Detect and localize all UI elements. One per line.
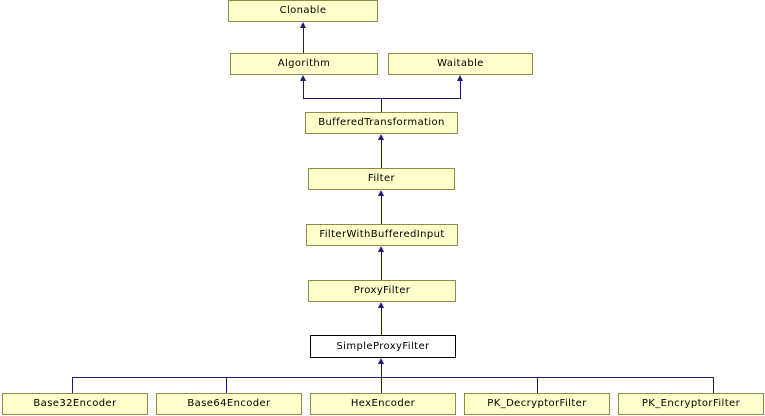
- arrow-icon-proxyfilter-to-filterwithbufferedinput: [378, 246, 384, 252]
- arrow-icon-simpleproxyfilter-to-proxyfilter: [378, 302, 384, 308]
- edge-filter-to-bufferedtransformation: [381, 140, 382, 168]
- class-node-label: SimpleProxyFilter: [336, 340, 430, 352]
- edge-simpleproxyfilter-to-proxyfilter: [381, 308, 382, 335]
- edge-base32encoder-to-simpleproxyfilter: [72, 377, 73, 393]
- class-node-label: Algorithm: [277, 58, 331, 69]
- edge-bufferedtransformation-to-algorithm: [303, 81, 304, 99]
- class-node-algorithm[interactable]: Algorithm: [230, 53, 378, 75]
- class-node-simpleproxyfilter[interactable]: SimpleProxyFilter: [310, 335, 456, 358]
- class-node-pk-encryptorfilter[interactable]: PK_EncryptorFilter: [618, 393, 764, 415]
- class-node-base64encoder[interactable]: Base64Encoder: [156, 393, 302, 415]
- class-node-label: ProxyFilter: [353, 285, 411, 296]
- edge-pk-encryptorfilter-to-simpleproxyfilter: [713, 377, 714, 393]
- arrow-icon-algorithm-to-clonable: [300, 22, 306, 28]
- class-node-label: PK_DecryptorFilter: [487, 398, 587, 409]
- class-node-filterwithbufferedinput[interactable]: FilterWithBufferedInput: [306, 224, 458, 246]
- edge-proxyfilter-to-filterwithbufferedinput: [381, 252, 382, 280]
- class-node-label: Clonable: [279, 5, 327, 16]
- edge-hexencoder-to-simpleproxyfilter: [381, 377, 382, 393]
- edge-bufferedtransformation-split-bar: [303, 98, 461, 99]
- arrow-icon-derived-to-simpleproxyfilter: [378, 358, 384, 364]
- class-node-base32encoder[interactable]: Base32Encoder: [2, 393, 148, 415]
- class-node-label: BufferedTransformation: [318, 117, 445, 128]
- edge-derived-bus-bar: [72, 377, 713, 378]
- edge-base64encoder-to-simpleproxyfilter: [226, 377, 227, 393]
- class-node-label: Filter: [367, 173, 396, 184]
- arrow-icon-bufferedtransformation-to-waitable: [457, 75, 463, 81]
- arrow-icon-filterwithbufferedinput-to-filter: [378, 190, 384, 196]
- class-node-label: FilterWithBufferedInput: [319, 229, 445, 240]
- edge-bufferedtransformation-to-waitable: [460, 81, 461, 99]
- class-node-label: Waitable: [437, 58, 484, 69]
- arrow-icon-filter-to-bufferedtransformation: [378, 134, 384, 140]
- class-node-label: Base32Encoder: [33, 398, 117, 409]
- edge-filterwithbufferedinput-to-filter: [381, 196, 382, 224]
- class-node-waitable[interactable]: Waitable: [388, 53, 533, 75]
- class-node-label: HexEncoder: [350, 398, 416, 409]
- arrow-icon-bufferedtransformation-to-algorithm: [300, 75, 306, 81]
- class-node-label: Base64Encoder: [187, 398, 271, 409]
- class-node-proxyfilter[interactable]: ProxyFilter: [308, 280, 456, 302]
- class-node-bufferedtransformation[interactable]: BufferedTransformation: [305, 112, 458, 134]
- class-node-filter[interactable]: Filter: [308, 168, 455, 190]
- edge-algorithm-to-clonable: [303, 28, 304, 53]
- class-node-label: PK_EncryptorFilter: [641, 398, 741, 409]
- class-node-pk-decryptorfilter[interactable]: PK_DecryptorFilter: [464, 393, 610, 415]
- class-node-hexencoder[interactable]: HexEncoder: [310, 393, 456, 415]
- edge-bufferedtransformation-stem: [381, 98, 382, 112]
- edge-pk-decryptorfilter-to-simpleproxyfilter: [537, 377, 538, 393]
- class-node-clonable[interactable]: Clonable: [228, 0, 378, 22]
